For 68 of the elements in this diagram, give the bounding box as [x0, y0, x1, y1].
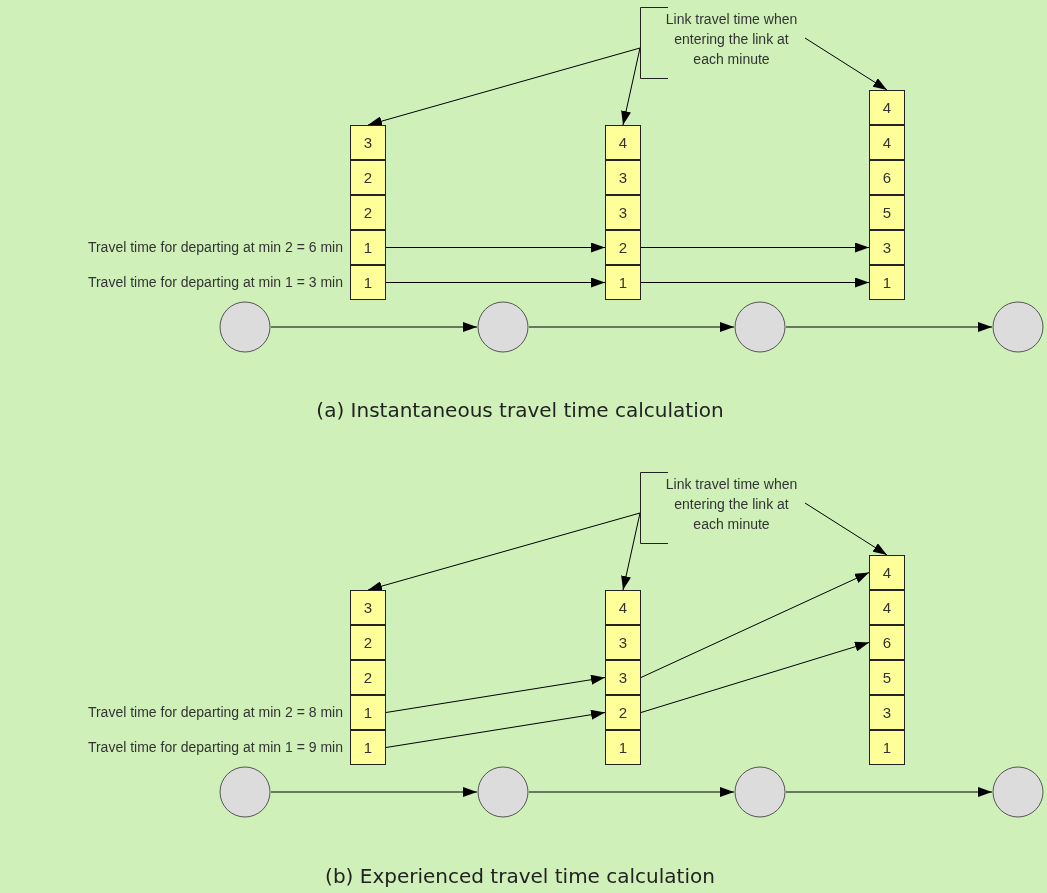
table-cell: 4 — [869, 90, 905, 125]
table-cell: 4 — [869, 555, 905, 590]
arrow — [270, 322, 478, 332]
node-circle — [734, 301, 786, 353]
node-circle — [992, 301, 1044, 353]
arrow — [385, 242, 606, 253]
table-cell: 2 — [350, 195, 386, 230]
arrow — [640, 242, 870, 253]
note-text: Travel time for departing at min 2 = 6 min — [87, 238, 343, 255]
node-circle — [477, 301, 529, 353]
note-text: Travel time for departing at min 1 = 3 min — [87, 273, 343, 290]
table-cell: 3 — [869, 230, 905, 265]
arrow — [385, 709, 606, 748]
arrow — [785, 322, 993, 332]
table-cell: 4 — [869, 590, 905, 625]
table-cell: 1 — [605, 730, 641, 765]
table-cell: 2 — [350, 660, 386, 695]
note-text: Travel time for departing at min 2 = 8 min — [87, 703, 343, 720]
node-circle — [477, 766, 529, 818]
arrow — [640, 572, 870, 678]
arrow — [385, 674, 606, 713]
table-cell: 2 — [605, 695, 641, 730]
table-cell: 4 — [605, 590, 641, 625]
caption: (a) Instantaneous travel time calculation — [316, 398, 724, 422]
table-cell: 1 — [869, 265, 905, 300]
table-cell: 3 — [605, 660, 641, 695]
table-cell: 3 — [605, 625, 641, 660]
table-cell: 3 — [350, 590, 386, 625]
table-cell: 6 — [869, 160, 905, 195]
arrow — [270, 787, 478, 797]
arrow — [367, 47, 641, 126]
table-cell: 1 — [350, 265, 386, 300]
table-cell: 5 — [869, 660, 905, 695]
arrow — [367, 512, 641, 591]
table-cell: 1 — [869, 730, 905, 765]
table-cell: 3 — [869, 695, 905, 730]
table-cell: 5 — [869, 195, 905, 230]
table-cell: 1 — [350, 695, 386, 730]
arrow — [640, 277, 870, 288]
arrow — [804, 37, 888, 91]
table-cell: 3 — [605, 195, 641, 230]
table-cell: 1 — [350, 730, 386, 765]
arrow — [385, 277, 606, 288]
node-circle — [992, 766, 1044, 818]
callout: Link travel time when entering the link at each minute — [640, 472, 805, 544]
table-cell: 1 — [605, 265, 641, 300]
arrow — [804, 502, 888, 556]
node-circle — [219, 766, 271, 818]
arrow — [528, 322, 735, 332]
arrow — [640, 641, 870, 713]
table-cell: 4 — [605, 125, 641, 160]
note-text: Travel time for departing at min 1 = 9 min — [87, 738, 343, 755]
table-cell: 1 — [350, 230, 386, 265]
callout: Link travel time when entering the link at each minute — [640, 7, 805, 79]
arrow — [785, 787, 993, 797]
table-cell: 4 — [869, 125, 905, 160]
table-cell: 2 — [350, 625, 386, 660]
node-circle — [219, 301, 271, 353]
table-cell: 2 — [350, 160, 386, 195]
table-cell: 6 — [869, 625, 905, 660]
arrow — [528, 787, 735, 797]
table-cell: 3 — [350, 125, 386, 160]
arrow — [621, 512, 641, 591]
node-circle — [734, 766, 786, 818]
arrow — [621, 47, 641, 126]
caption: (b) Experienced travel time calculation — [325, 864, 715, 888]
table-cell: 2 — [605, 230, 641, 265]
table-cell: 3 — [605, 160, 641, 195]
